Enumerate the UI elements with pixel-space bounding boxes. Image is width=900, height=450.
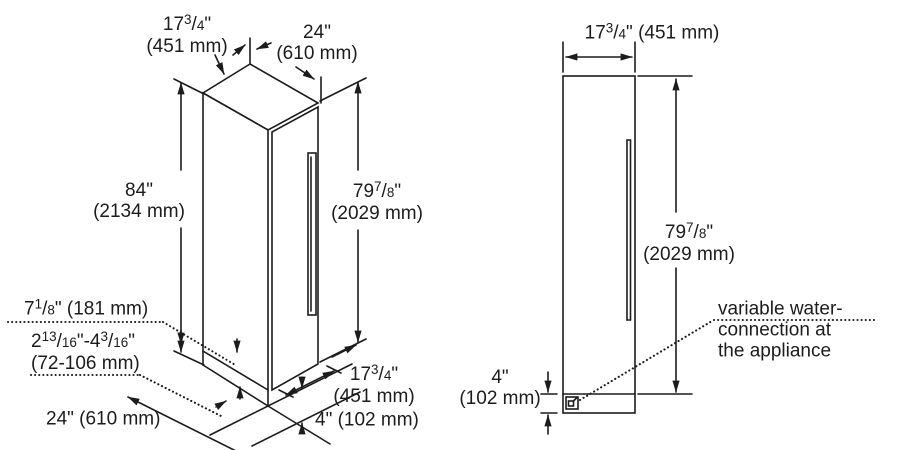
side-base-inches: 4" (491, 367, 509, 388)
arrow-diag (214, 400, 227, 410)
width-apex-arrow (232, 44, 246, 56)
width-leader-arrow (214, 54, 225, 75)
ext-tick-bottom (173, 350, 205, 366)
label-total-height: 84" (2134 mm) (93, 180, 185, 222)
base-height-value: 4" (102 mm) (315, 409, 419, 431)
label-base-range: 213/16"-43/16" (72-106 mm) (31, 326, 140, 374)
top-depth-mm: (610 mm) (276, 43, 358, 64)
dim-line (285, 370, 335, 396)
label-bottom-width: 173/4" (451 mm) (333, 359, 414, 407)
door-handle-side (626, 139, 632, 321)
top-width-inches: 173/4" (162, 12, 212, 35)
label-side-width: 173/4" (451 mm) (585, 18, 720, 45)
bottom-depth-value: 24" (610 mm) (46, 408, 161, 430)
base-range-mm: (72-106 mm) (31, 352, 140, 374)
water-connection-symbol (565, 396, 579, 410)
label-base-height: 4" (102 mm) (315, 410, 419, 431)
cabinet-profile (562, 75, 636, 414)
dim-side-height (637, 75, 693, 395)
ext-arrow (331, 344, 357, 358)
depth-dim-line (127, 396, 236, 450)
dim-base-range-arrows (214, 338, 244, 410)
label-bottom-depth: 24" (610 mm) (46, 409, 160, 430)
water-note-line1: variable water- (718, 298, 843, 320)
door-height-mm: (2029 mm) (331, 202, 423, 224)
symbol-inner-square (567, 400, 575, 407)
dotted-diagonal (578, 319, 714, 402)
label-top-depth: 24" (610 mm) (276, 22, 357, 64)
label-side-base: 4" (102 mm) (459, 367, 540, 409)
base-range-inches: 213/16"-43/16" (31, 329, 136, 352)
total-height-mm: (2134 mm) (93, 201, 185, 222)
ext-tick-1 (278, 389, 294, 398)
label-rear-step: 71/8" (181 mm) (24, 294, 148, 321)
bottom-width-inches: 173/4" (349, 362, 399, 385)
total-height-inches: 84" (125, 180, 153, 201)
side-view (540, 41, 880, 435)
dim-bottom-width (278, 365, 342, 398)
leader-base-range (29, 373, 223, 418)
label-side-height: 797/8" (2029 mm) (643, 217, 735, 265)
side-width-value: 173/4" (451 mm) (584, 20, 720, 44)
water-note-line2: connection at (718, 319, 832, 341)
bottom-width-mm: (451 mm) (333, 385, 415, 407)
dim-top-callouts (214, 37, 322, 104)
leader-water-connection (578, 318, 880, 402)
water-note-line3: the appliance (718, 340, 832, 362)
top-width-mm: (451 mm) (146, 35, 228, 57)
floor-line-depth (202, 364, 269, 407)
side-height-mm: (2029 mm) (643, 243, 735, 265)
dim-side-base (540, 371, 558, 435)
isometric-view (6, 37, 367, 450)
label-water-connection-note: variable water- connection at the applia… (718, 299, 843, 362)
door-height-inches: 797/8" (352, 179, 402, 202)
depth-apex-arrow (256, 41, 272, 50)
dotted-diagonal (138, 373, 223, 418)
dim-door-height (319, 77, 367, 363)
side-base-mm: (102 mm) (459, 388, 541, 409)
leader-rear-step (6, 320, 239, 368)
depth-leader-arrow (295, 66, 315, 80)
label-door-height: 797/8" (2029 mm) (331, 176, 423, 224)
rear-step-value: 71/8" (181 mm) (24, 296, 149, 320)
ext-tick-top (319, 77, 367, 102)
dim-side-width (562, 41, 636, 73)
top-depth-inches: 24" (303, 22, 331, 43)
dim-total-height (173, 78, 205, 366)
door-handle (307, 152, 317, 316)
cabinet-door-face (271, 105, 319, 392)
side-height-inches: 797/8" (664, 220, 714, 243)
label-top-width: 173/4" (451 mm) (146, 9, 227, 57)
cabinet-side-face (202, 91, 269, 392)
cabinet (201, 63, 320, 392)
symbol-notch (572, 396, 578, 402)
base-offset-line (251, 391, 361, 447)
ext-tick-top (173, 78, 205, 95)
ext-tick-bottom (319, 338, 367, 363)
cabinet-outline (562, 75, 636, 414)
ext-tick-2 (326, 365, 342, 374)
